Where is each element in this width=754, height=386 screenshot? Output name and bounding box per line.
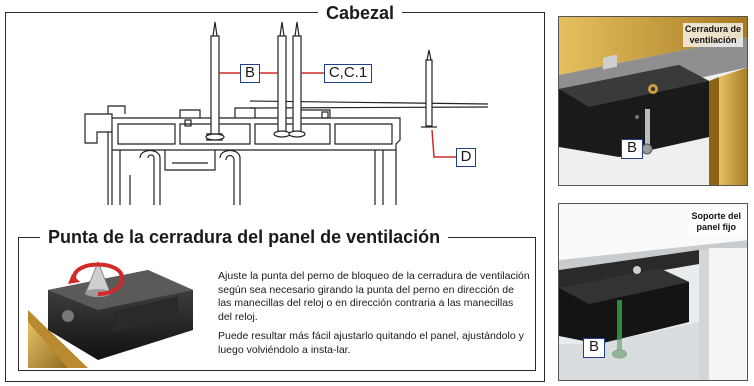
cabezal-frame	[5, 12, 545, 382]
fixed-panel-label-line1: Soporte del	[691, 211, 741, 221]
vent-lock-label-line2: ventilación	[689, 35, 737, 45]
lock-tip-section-title: Punta de la cerradura del panel de venti…	[40, 226, 449, 248]
instruction-paragraph-1: Ajuste la punta del perno de bloqueo de …	[218, 270, 530, 323]
instruction-paragraph-2: Puede resultar más fácil ajustarlo quita…	[218, 330, 524, 356]
fixed-panel-support-photo: Soporte del panel fijo B	[558, 203, 748, 381]
fixed-panel-label-line2: panel fijo	[696, 222, 736, 232]
callout-c-c1: C,C.1	[324, 64, 372, 83]
lock-tip-instructions: Ajuste la punta del perno de bloqueo de …	[218, 270, 530, 363]
vent-lock-photo-label: Cerradura de ventilación	[682, 23, 743, 47]
vent-lock-label-line1: Cerradura de	[684, 24, 741, 34]
lock-tip-illustration	[28, 260, 193, 368]
cabezal-title: Cabezal	[318, 2, 403, 24]
fixed-panel-photo-callout-b: B	[583, 338, 605, 358]
callout-b: B	[240, 64, 260, 83]
vent-lock-photo-callout-b: B	[621, 139, 643, 159]
vent-lock-photo: Cerradura de ventilación B	[558, 16, 748, 186]
fixed-panel-support-photo-label: Soporte del panel fijo	[689, 210, 743, 234]
callout-d: D	[456, 148, 476, 167]
